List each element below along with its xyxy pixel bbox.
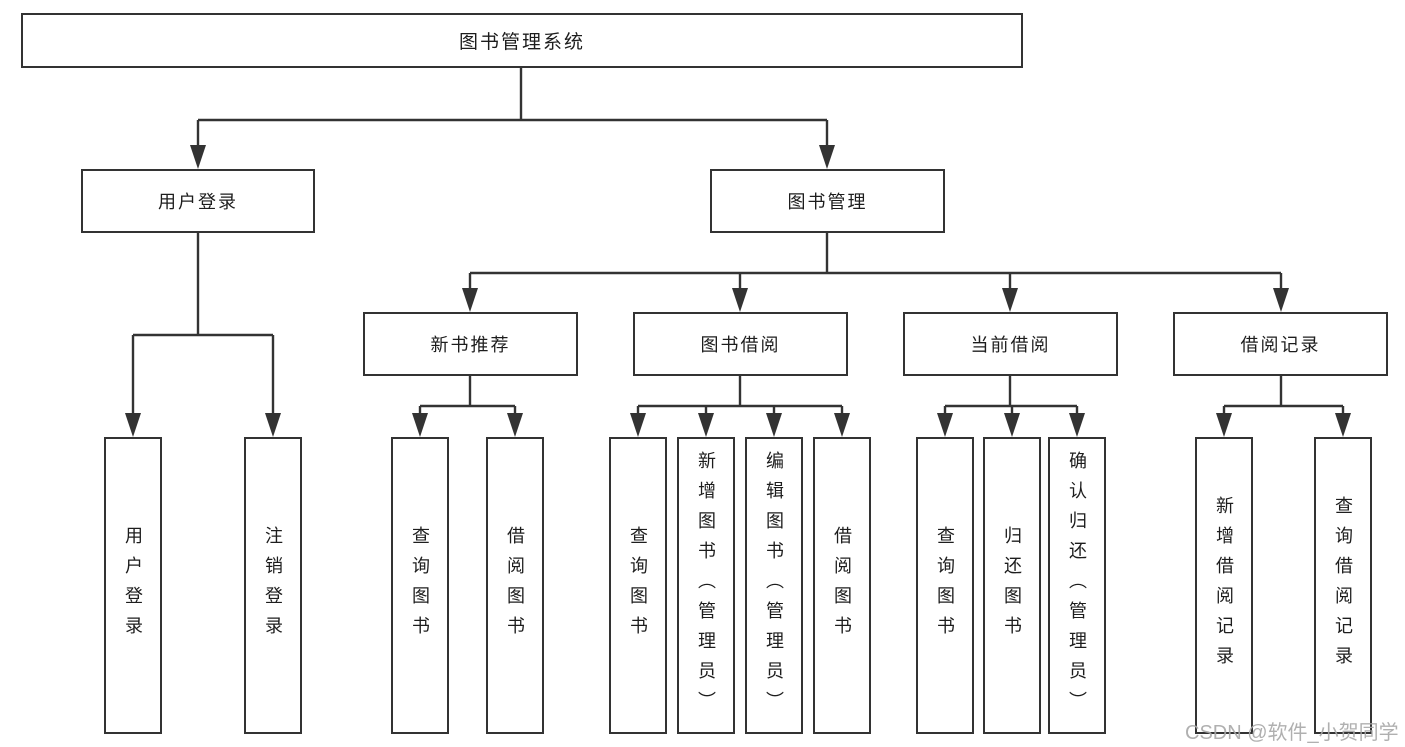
leaf-return-book: 归还图书 — [983, 437, 1041, 734]
arrowhead-icon — [190, 145, 206, 169]
leaf-borrow-book: 借阅图书 — [813, 437, 871, 734]
node-borrow-records: 借阅记录 — [1173, 312, 1388, 376]
leaf-add-borrow-record: 新增借阅记录 — [1195, 437, 1253, 734]
arrowhead-icon — [462, 288, 478, 312]
arrowhead-icon — [630, 413, 646, 437]
leaf-borrow-book-recommend: 借阅图书 — [486, 437, 544, 734]
connector-new-book-children — [412, 376, 523, 437]
node-book-management: 图书管理 — [710, 169, 945, 233]
leaf-query-book-recommend: 查询图书 — [391, 437, 449, 734]
node-book-borrow: 图书借阅 — [633, 312, 848, 376]
node-user-login: 用户登录 — [81, 169, 315, 233]
connector-root-to-level2 — [190, 68, 835, 169]
arrowhead-icon — [1002, 288, 1018, 312]
leaf-query-borrow-record: 查询借阅记录 — [1314, 437, 1372, 734]
arrowhead-icon — [1069, 413, 1085, 437]
arrowhead-icon — [937, 413, 953, 437]
arrowhead-icon — [507, 413, 523, 437]
arrowhead-icon — [732, 288, 748, 312]
connector-borrow-records-children — [1216, 376, 1351, 437]
arrowhead-icon — [1335, 413, 1351, 437]
csdn-watermark: CSDN @软件_小贺同学 — [1185, 722, 1399, 744]
connector-user-login-children — [125, 233, 281, 437]
leaf-add-book-admin: 新增图书（管理员） — [677, 437, 735, 734]
leaf-query-book-current: 查询图书 — [916, 437, 974, 734]
leaf-user-login: 用户登录 — [104, 437, 162, 734]
arrowhead-icon — [698, 413, 714, 437]
leaf-logout: 注销登录 — [244, 437, 302, 734]
arrowhead-icon — [1216, 413, 1232, 437]
connector-book-borrow-children — [630, 376, 850, 437]
node-root-system: 图书管理系统 — [21, 13, 1023, 68]
leaf-edit-book-admin: 编辑图书（管理员） — [745, 437, 803, 734]
arrowhead-icon — [1004, 413, 1020, 437]
arrowhead-icon — [412, 413, 428, 437]
arrowhead-icon — [125, 413, 141, 437]
connector-book-management-sections — [462, 233, 1289, 312]
arrowhead-icon — [265, 413, 281, 437]
node-current-borrow: 当前借阅 — [903, 312, 1118, 376]
node-new-book-recommend: 新书推荐 — [363, 312, 578, 376]
arrowhead-icon — [1273, 288, 1289, 312]
leaf-query-book-borrow: 查询图书 — [609, 437, 667, 734]
arrowhead-icon — [834, 413, 850, 437]
arrowhead-icon — [819, 145, 835, 169]
leaf-confirm-return-admin: 确认归还（管理员） — [1048, 437, 1106, 734]
arrowhead-icon — [766, 413, 782, 437]
connector-current-borrow-children — [937, 376, 1085, 437]
